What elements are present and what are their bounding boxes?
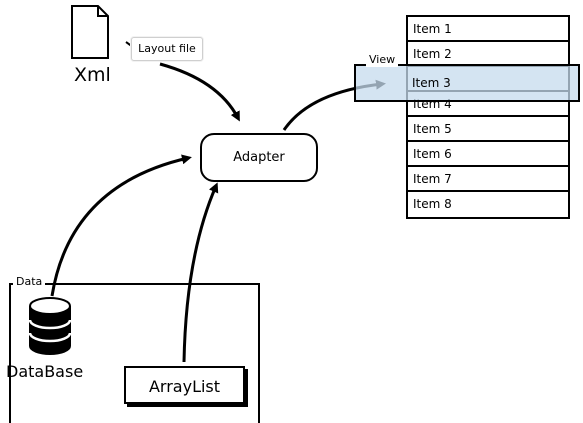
view-highlight (354, 64, 580, 102)
arrow-layout-to-adapter (159, 62, 240, 122)
xml-file-icon (71, 5, 109, 59)
database-icon (28, 297, 72, 355)
list-item[interactable]: Item 7 (408, 167, 568, 192)
view-label: View (366, 53, 399, 67)
data-label: Data (13, 275, 46, 289)
layout-file-callout: Layout file (131, 37, 203, 61)
item-list: Item 1 Item 2 Item 4 Item 5 Item 6 Item … (406, 15, 570, 219)
arraylist-node[interactable]: ArrayList (124, 366, 245, 404)
xml-label: Xml (74, 64, 111, 86)
arrow-arraylist-to-adapter (182, 182, 219, 363)
database-label: DataBase (6, 362, 84, 381)
selected-list-item[interactable]: Item 3 (412, 76, 451, 90)
arrow-database-to-adapter (50, 154, 192, 297)
list-item[interactable]: Item 8 (413, 197, 452, 211)
list-item[interactable]: Item 6 (408, 142, 568, 167)
list-item[interactable]: Item 1 (408, 17, 568, 42)
data-container (9, 283, 260, 423)
adapter-node[interactable]: Adapter (200, 133, 318, 182)
list-item[interactable]: Item 5 (408, 117, 568, 142)
